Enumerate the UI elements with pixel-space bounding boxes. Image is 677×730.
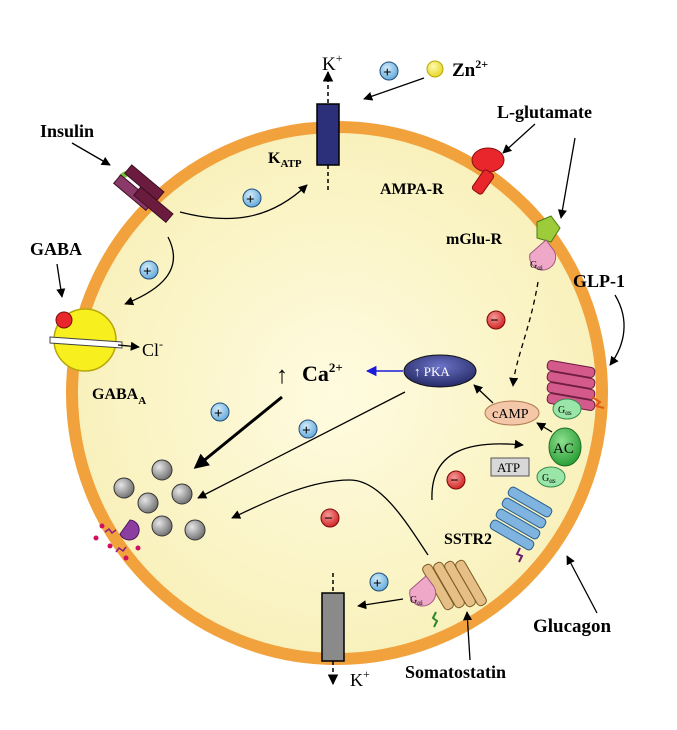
granule [184,519,206,541]
adenylyl-cyclase: AC [548,427,582,467]
plus-badge: + [298,419,318,439]
plus-badge: + [139,260,159,280]
plus-badge: + [369,572,389,592]
g-alpha-i-sstr2: Gαi [409,575,437,607]
granule [151,459,173,481]
ampa-receptor [471,147,505,195]
plus-badge: + [242,188,262,208]
katp-label: KATP [268,150,302,170]
plus-badge: + [379,61,399,81]
svg-text:↑ PKA: ↑ PKA [414,364,450,379]
ca-label: Ca2+ [302,360,343,386]
k-channel-bottom [321,573,345,686]
minus-badge: − [320,508,340,528]
katp-channel [316,70,340,190]
g-alpha-s-glp1: Gαs [552,398,582,420]
mglu-receptor [536,215,561,243]
gabaa-receptor [49,308,123,372]
insulin-label: Insulin [40,121,94,141]
cl-label: Cl- [142,337,163,360]
k-label-top: K+ [322,51,343,75]
minus-badge: − [486,310,506,330]
sstr2-receptor [422,559,487,628]
glucagon-receptor [489,486,553,563]
pka: ↑ PKA [403,354,477,388]
svg-text:Gαi: Gαi [530,260,543,272]
svg-text:−: − [450,473,459,489]
svg-text:+: + [214,406,223,422]
svg-text:+: + [302,423,311,439]
ampa-r-label: AMPA-R [380,181,444,198]
g-alpha-s-glucagon: Gαs [536,466,566,488]
gabaa-label: GABAA [92,386,146,407]
svg-text:+: + [246,192,255,208]
insulin-receptor [112,164,174,224]
svg-text:+: + [383,65,392,81]
glucagon-label: Glucagon [533,616,612,637]
plus-badge: + [210,402,230,422]
ca-arrow: ↑ [276,363,288,389]
granule [171,483,193,505]
insulin-granules [113,459,206,541]
somatostatin-label: Somatostatin [405,662,506,682]
exocytosis-granule [93,519,141,561]
gaba-label: GABA [30,239,82,259]
mglu-r-label: mGlu-R [446,231,502,248]
svg-text:−: − [324,511,333,527]
svg-text:Gαs: Gαs [542,473,556,485]
zn-ion [426,60,444,78]
zn-label: Zn2+ [452,57,488,81]
svg-text:cAMP: cAMP [492,407,529,422]
sstr2-label: SSTR2 [444,531,492,548]
svg-text:Gαi: Gαi [410,595,423,607]
svg-text:+: + [373,576,382,592]
granule [151,515,173,537]
svg-text:ATP: ATP [497,460,520,475]
granule [113,477,135,499]
svg-text:−: − [490,313,499,329]
g-alpha-i-mglu: Gαi [529,239,557,272]
svg-text:+: + [143,264,152,280]
minus-badge: − [446,470,466,490]
camp: cAMP [484,400,540,426]
atp-box: ATP [490,457,530,477]
k-label-bottom: K+ [350,667,370,690]
glp1-receptor [546,360,605,411]
granule [137,492,159,514]
l-glutamate-label: L-glutamate [497,102,592,122]
svg-text:Gαs: Gαs [558,405,572,417]
glp1-label: GLP-1 [573,271,625,291]
svg-text:AC: AC [553,441,574,457]
